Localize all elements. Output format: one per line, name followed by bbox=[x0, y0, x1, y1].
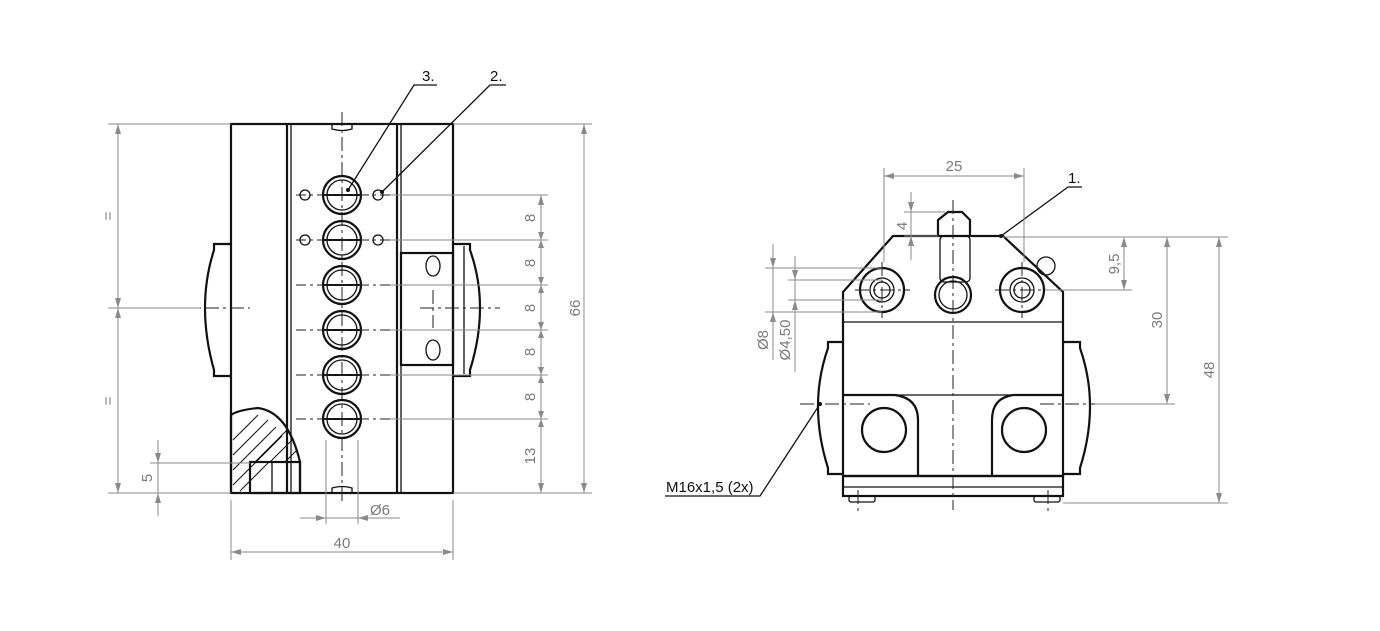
entry-hole-right bbox=[1000, 406, 1048, 454]
dim-height-48: 48 bbox=[1201, 362, 1218, 379]
screw-3 bbox=[296, 264, 390, 306]
screw-1 bbox=[296, 174, 390, 216]
terminal-screws bbox=[296, 174, 390, 440]
screw-6 bbox=[296, 398, 390, 440]
screw-4 bbox=[296, 309, 390, 351]
screw-2 bbox=[296, 219, 390, 261]
dim-depth-5: 5 bbox=[139, 474, 156, 482]
terminal-window bbox=[399, 251, 455, 367]
dim-bottom-13: 13 bbox=[522, 448, 539, 465]
dim-diameter-6: Ø6 bbox=[370, 502, 390, 519]
dim-pitch-1: 8 bbox=[522, 214, 539, 222]
dim-9-5: 9,5 bbox=[1106, 254, 1123, 275]
plunger-pin bbox=[936, 210, 972, 236]
thread-label: M16x1,5 (2x) bbox=[666, 479, 754, 496]
callout-2: 2. bbox=[490, 68, 503, 85]
dim-dia-8: Ø8 bbox=[755, 330, 772, 350]
section-hatch bbox=[229, 406, 302, 495]
callout-3: 3. bbox=[422, 68, 435, 85]
callout-1: 1. bbox=[1068, 170, 1081, 187]
dim-pin-4: 4 bbox=[894, 222, 911, 230]
screw-5 bbox=[296, 354, 390, 396]
dim-pitch-3: 8 bbox=[522, 304, 539, 312]
dim-overall-66: 66 bbox=[567, 300, 584, 317]
entry-hole-left bbox=[860, 406, 908, 454]
dim-pitch-4: 8 bbox=[522, 348, 539, 356]
leader-thread bbox=[665, 403, 821, 497]
marker-2-top bbox=[372, 189, 384, 201]
dim-equal-bottom: = bbox=[100, 396, 117, 405]
leader-2 bbox=[381, 84, 506, 193]
dim-dia-4-50: Ø4,50 bbox=[777, 320, 794, 361]
leader-3 bbox=[347, 84, 437, 191]
leader-1 bbox=[1000, 186, 1082, 237]
dim-pitch-5: 8 bbox=[522, 393, 539, 401]
left-view: 3. 2. = = 5 8 8 8 8 8 13 66 bbox=[100, 68, 592, 560]
dim-top-width-25: 25 bbox=[946, 158, 963, 175]
right-view: 1. M16x1,5 (2x) 25 4 9,5 30 bbox=[665, 158, 1228, 512]
left-boss-left bbox=[203, 242, 231, 378]
dim-height-30: 30 bbox=[1149, 312, 1166, 329]
left-boss-right bbox=[453, 242, 482, 378]
dim-width-40: 40 bbox=[334, 535, 351, 552]
dim-pitch-2: 8 bbox=[522, 259, 539, 267]
dim-equal-top: = bbox=[100, 211, 117, 220]
